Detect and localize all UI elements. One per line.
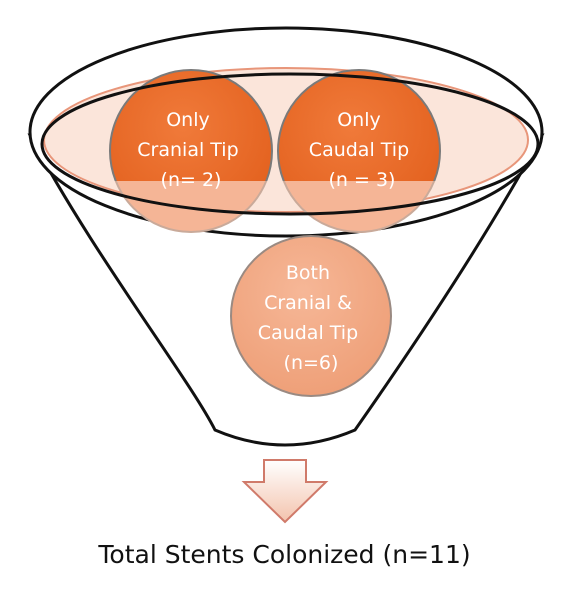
circle-caudal-lower bbox=[282, 181, 436, 233]
circle-caudal bbox=[277, 69, 441, 181]
funnel-inner-ellipse bbox=[40, 72, 540, 216]
circle-both-label: Both Cranial & Caudal Tip (n=6) bbox=[258, 262, 364, 374]
circle-cranial bbox=[109, 69, 273, 181]
circle-cranial-label: Only Cranial Tip (n= 2) bbox=[137, 109, 244, 191]
circle-cranial-lower bbox=[114, 181, 268, 233]
total-caption: Total Stents Colonized (n=11) bbox=[98, 540, 471, 569]
circle-both bbox=[230, 235, 392, 397]
down-arrow-icon bbox=[241, 459, 329, 524]
circle-caudal-label: Only Caudal Tip (n = 3) bbox=[309, 109, 415, 191]
